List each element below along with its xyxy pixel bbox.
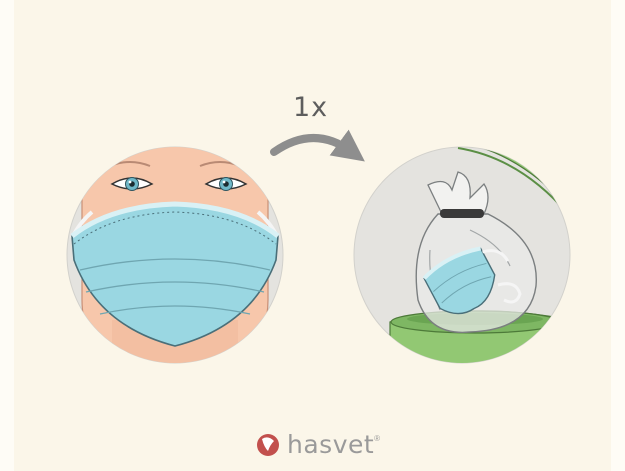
- face-with-mask-icon: [67, 140, 283, 380]
- brand-logo: hasvet ®: [256, 430, 380, 459]
- mask-in-bag-bin-icon: [354, 140, 590, 380]
- step-count-label: 1x: [293, 92, 328, 123]
- brand-mark-icon: [256, 433, 284, 457]
- brand-registered-mark: ®: [374, 434, 380, 443]
- curved-arrow-icon: [274, 138, 352, 152]
- brand-name: hasvet: [287, 430, 374, 459]
